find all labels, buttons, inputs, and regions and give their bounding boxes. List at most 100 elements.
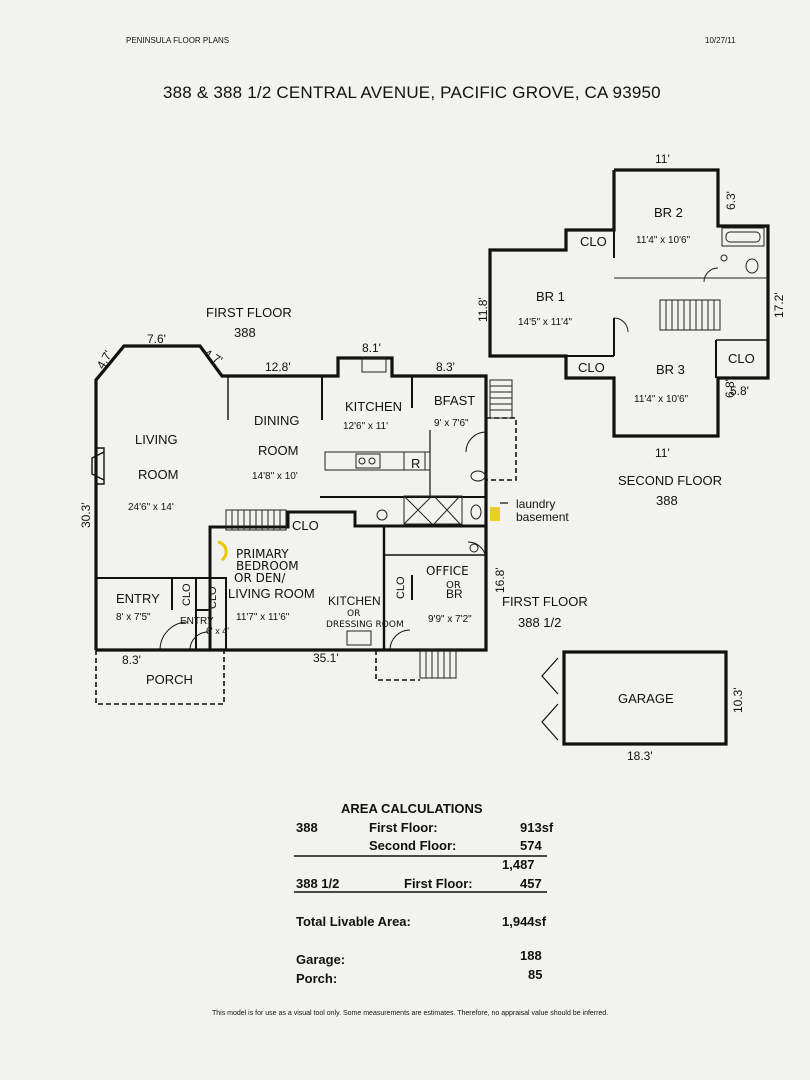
closet-entry-2: CLO xyxy=(207,586,219,609)
area-subtotal: 1,487 xyxy=(502,857,535,872)
unit-388half: 388 1/2 xyxy=(518,615,561,630)
first-floor-walls xyxy=(94,344,488,652)
porch-area-value: 85 xyxy=(528,967,542,982)
area-row4-label: First Floor: xyxy=(404,876,473,891)
laundry-note: laundry xyxy=(516,497,555,511)
room-entry-388half-size: 6' x 4' xyxy=(206,626,229,636)
area-row1-value: 913sf xyxy=(520,820,554,835)
room-dining-1: DINING xyxy=(254,413,300,428)
dim-second-br2: 6.3' xyxy=(724,191,738,210)
exterior-stairs-icon xyxy=(419,379,513,679)
heading-first-floor-388: FIRST FLOOR xyxy=(206,305,292,320)
room-dining-size: 14'8" x 10' xyxy=(252,471,298,482)
dim-garage-width: 18.3' xyxy=(627,749,653,763)
dim-right-diagonal: 4.7' xyxy=(201,346,224,368)
room-br3-size: 11'4" x 10'6" xyxy=(634,394,689,405)
floor-388half-labels: PRIMARY BEDROOM OR DEN/ LIVING ROOM 11'7… xyxy=(146,547,674,706)
room-living-size: 24'6" x 14' xyxy=(128,502,174,513)
area-row4-value: 457 xyxy=(520,876,542,891)
porch-area-label: Porch: xyxy=(296,971,337,986)
room-br1-size: 14'5" x 11'4" xyxy=(518,317,573,328)
dim-top-left: 7.6' xyxy=(147,332,166,346)
garage-doors xyxy=(541,657,559,741)
dim-second-notch: 6.8' xyxy=(723,379,737,398)
unit-388: 388 xyxy=(234,325,256,340)
room-bfast-size: 9' x 7'6" xyxy=(434,418,469,429)
closet-br1-top: CLO xyxy=(580,234,607,249)
room-office-br: BR xyxy=(446,587,463,601)
total-value: 1,944sf xyxy=(502,914,547,929)
area-row2-value: 574 xyxy=(520,838,542,853)
dim-kitchen-bay: 8.1' xyxy=(362,341,381,355)
disclaimer: This model is for use as a visual tool o… xyxy=(212,1010,609,1017)
room-br1: BR 1 xyxy=(536,289,565,304)
dimension-labels: 4.7' 7.6' 4.7' 12.8' 8.1' 8.3' 30.3' 11'… xyxy=(79,152,786,763)
room-primary-3: OR DEN/ xyxy=(234,571,286,585)
room-living-2: ROOM xyxy=(138,467,178,482)
closet-label: CLO xyxy=(292,518,319,533)
garage-outline xyxy=(562,650,728,746)
total-label: Total Livable Area: xyxy=(296,914,411,929)
room-primary-1: PRIMARY xyxy=(236,547,289,561)
laundry-highlight xyxy=(490,507,500,521)
room-office: OFFICE xyxy=(426,564,469,578)
dim-left-wall: 30.3' xyxy=(79,502,93,528)
dim-second-top: 11' xyxy=(655,152,670,166)
room-kitchen-or: OR xyxy=(347,609,360,619)
room-entry-388half: ENTRY xyxy=(180,616,214,627)
room-br3: BR 3 xyxy=(656,362,685,377)
dim-bfast-wall: 8.3' xyxy=(436,360,455,374)
room-bfast: BFAST xyxy=(434,393,475,408)
room-entry-size: 8' x 7'5" xyxy=(116,612,151,623)
garage-label: GARAGE xyxy=(618,691,674,706)
property-address: 388 & 388 1/2 CENTRAL AVENUE, PACIFIC GR… xyxy=(163,83,661,102)
fireplace-icon xyxy=(91,447,105,485)
dim-388half-right: 16.8' xyxy=(493,567,507,593)
dim-garage-depth: 10.3' xyxy=(731,687,745,713)
second-floor-walls xyxy=(488,168,770,438)
floor-388-first-labels: FIRST FLOOR 388 LIVING ROOM 24'6" x 14' … xyxy=(116,305,475,623)
closet-entry-1: CLO xyxy=(181,583,193,606)
deck-outline xyxy=(95,417,517,705)
room-br2: BR 2 xyxy=(654,205,683,220)
dim-dining-wall: 12.8' xyxy=(265,360,291,374)
door-swings xyxy=(159,431,487,651)
dim-388half-bottom: 35.1' xyxy=(313,651,339,665)
closet-br1-bottom: CLO xyxy=(578,360,605,375)
fixtures-icon xyxy=(358,457,486,553)
dim-second-bottom: 11' xyxy=(655,446,670,460)
dim-entry-bottom: 8.3' xyxy=(122,653,141,667)
dim-second-clo: 5.8' xyxy=(730,384,749,398)
unit-388-second: 388 xyxy=(656,493,678,508)
room-kitchen-size: 12'6" x 11' xyxy=(343,421,388,432)
area-row1-unit: 388 xyxy=(296,820,318,835)
area-title: AREA CALCULATIONS xyxy=(341,801,483,816)
room-office-size: 9'9" x 7'2" xyxy=(428,614,472,625)
area-row2-label: Second Floor: xyxy=(369,838,456,853)
room-br2-size: 11'4" x 10'6" xyxy=(636,235,691,246)
handwritten-notes: laundry basement xyxy=(500,497,569,524)
range-label: R xyxy=(411,456,420,471)
area-row4-unit: 388 1/2 xyxy=(296,876,339,891)
dim-second-right: 17.2' xyxy=(772,292,786,318)
area-row1-label: First Floor: xyxy=(369,820,438,835)
second-floor-fixtures xyxy=(613,227,768,333)
room-office-or: OR xyxy=(446,580,461,591)
room-living-1: LIVING xyxy=(135,432,178,447)
company-name: PENINSULA FLOOR PLANS xyxy=(126,36,230,45)
dim-second-left: 11.8' xyxy=(476,297,490,322)
basement-note: basement xyxy=(516,510,569,524)
room-primary-4: LIVING ROOM xyxy=(228,586,315,601)
closet-office: CLO xyxy=(395,576,407,599)
kitchen-counters xyxy=(324,357,463,646)
highlight-mark xyxy=(217,540,228,562)
room-kitchen-388half: KITCHEN xyxy=(328,594,381,608)
heading-second-floor: SECOND FLOOR xyxy=(618,473,722,488)
stairs-icon xyxy=(225,509,287,531)
room-dressing: DRESSING ROOM xyxy=(326,620,404,630)
floor-388-second-labels: BR 2 11'4" x 10'6" BR 1 14'5" x 11'4" BR… xyxy=(518,205,755,508)
room-primary-size: 11'7" x 11'6" xyxy=(236,612,290,623)
room-primary-2: BEDROOM xyxy=(236,559,299,573)
